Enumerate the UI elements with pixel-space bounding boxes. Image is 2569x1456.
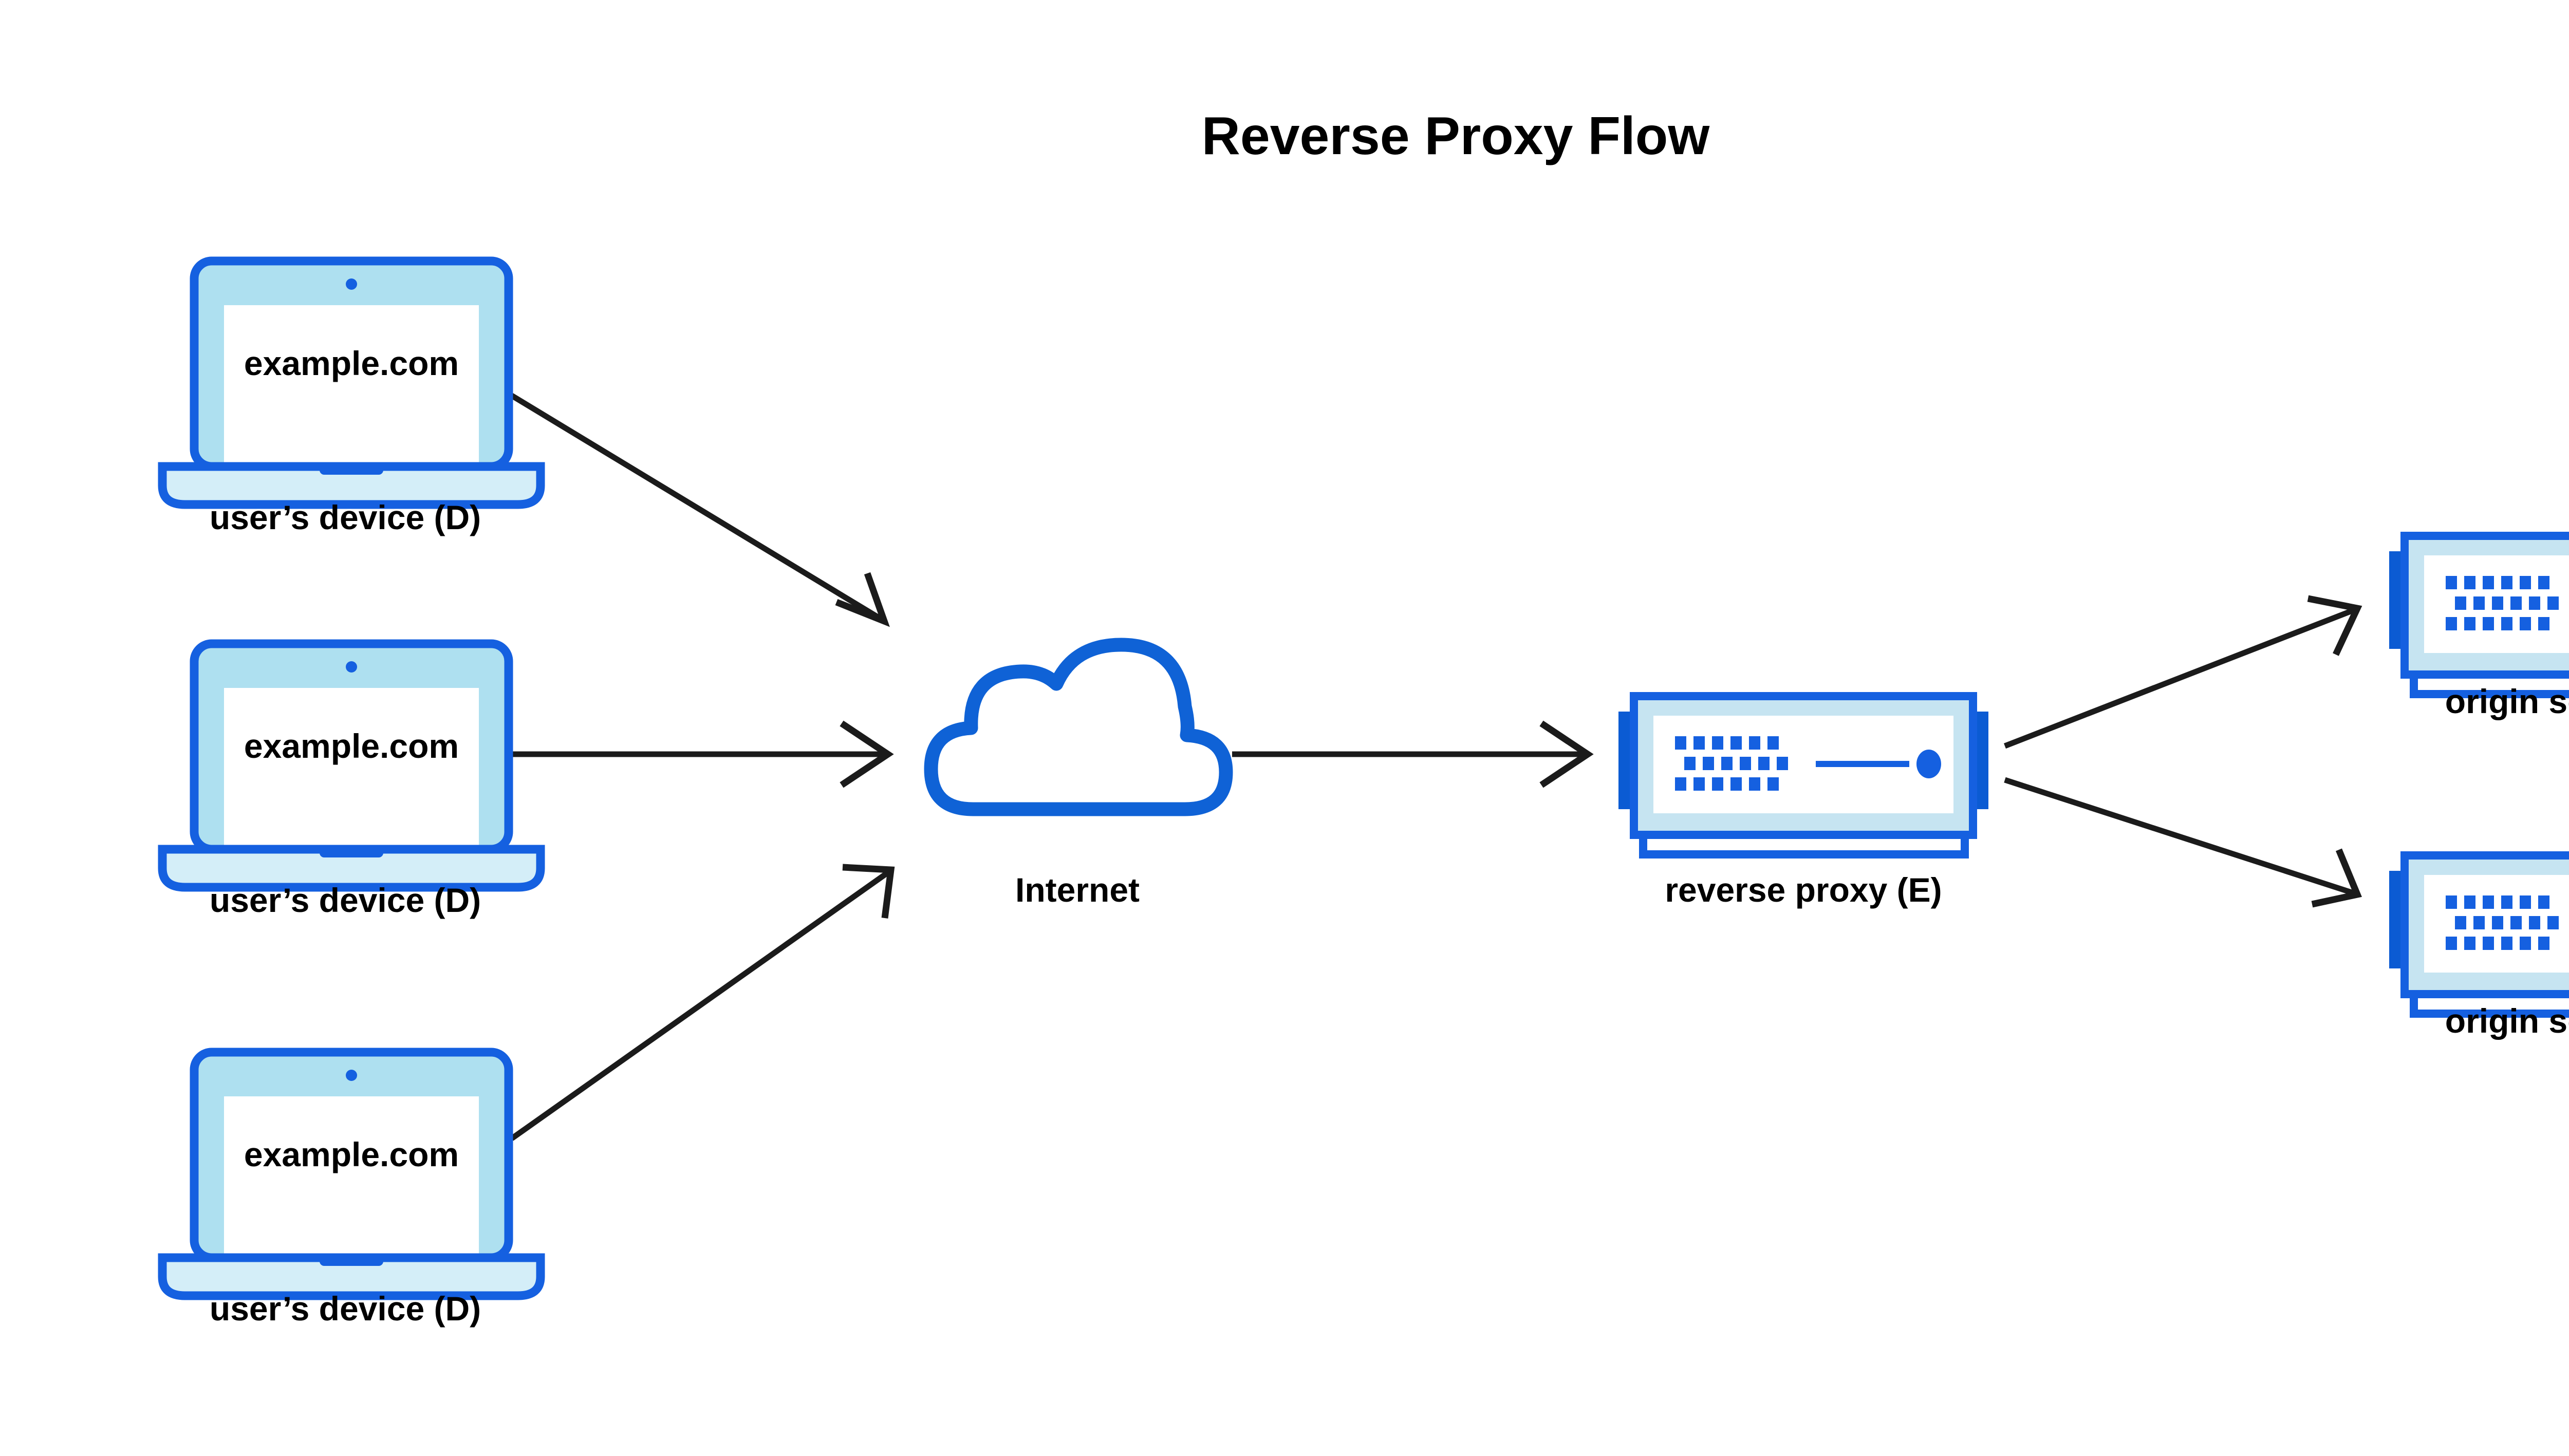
laptop-icon [162, 261, 541, 505]
node-label-user-device-middle: user’s device (D) [210, 881, 481, 919]
page-title: Reverse Proxy Flow [1202, 106, 1710, 166]
edge-device-top-to-internet [510, 393, 890, 627]
device-screen-text: example.com [244, 344, 459, 382]
node-origin-server-top[interactable]: origin server (F) [2389, 536, 2569, 720]
node-label-internet: Internet [1015, 871, 1140, 909]
server-icon [2389, 855, 2569, 1014]
edge-proxy-to-origin-bottom [2004, 777, 2362, 908]
device-screen-text: example.com [244, 727, 459, 765]
edge-device-bottom-to-internet [510, 864, 895, 1141]
cloud-icon [931, 645, 1226, 809]
server-icon [2389, 536, 2569, 694]
device-screen-text: example.com [244, 1135, 459, 1173]
node-reverse-proxy[interactable]: reverse proxy (E) [1618, 696, 1988, 909]
node-label-origin-server-top: origin server (F) [2445, 682, 2569, 720]
edge-proxy-to-origin-top [2004, 595, 2362, 749]
node-label-user-device-bottom: user’s device (D) [210, 1290, 481, 1328]
node-label-origin-server-bottom: origin server (F) [2445, 1002, 2569, 1040]
node-user-device-top[interactable]: example.com user’s device (D) [162, 261, 541, 536]
laptop-icon [162, 644, 541, 887]
edge-device-middle-to-internet [512, 720, 894, 788]
node-label-reverse-proxy: reverse proxy (E) [1665, 871, 1942, 909]
edge-internet-to-proxy [1232, 720, 1594, 788]
laptop-icon [162, 1052, 541, 1296]
node-origin-server-bottom[interactable]: origin server (F) [2389, 855, 2569, 1040]
node-user-device-bottom[interactable]: example.com user’s device (D) [162, 1052, 541, 1328]
node-user-device-middle[interactable]: example.com user’s device (D) [162, 644, 541, 919]
node-label-user-device-top: user’s device (D) [210, 498, 481, 536]
server-icon [1618, 696, 1988, 854]
node-internet[interactable]: Internet [931, 645, 1226, 909]
